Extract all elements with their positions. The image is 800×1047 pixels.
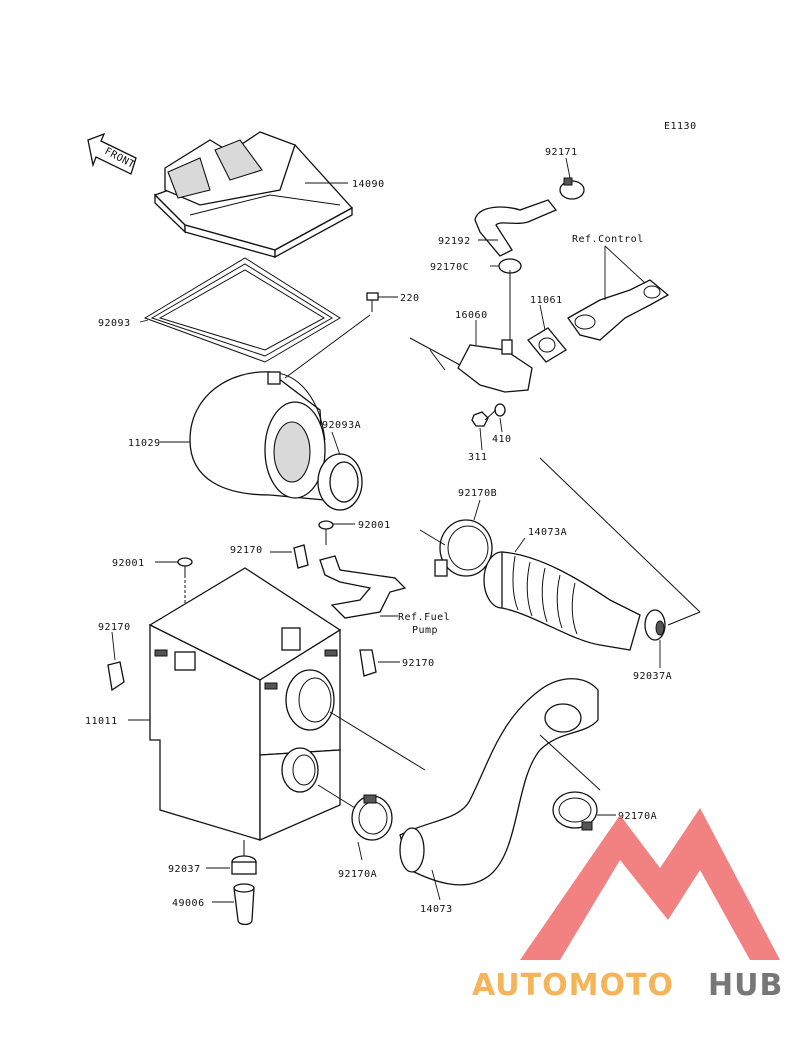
clip-92170-top [270, 544, 309, 569]
clip-92170-left [107, 631, 125, 692]
label-92093: 92093 [98, 318, 131, 329]
watermark-word-right: HUB [708, 968, 783, 1003]
clip-92170-right [359, 649, 400, 677]
screw-220 [284, 292, 398, 379]
control-bracket [567, 245, 670, 341]
throttle-body-16060 [409, 270, 533, 393]
label-92001-left: 92001 [112, 558, 145, 569]
label-92093A: 92093A [322, 420, 361, 431]
label-92037: 92037 [168, 864, 201, 875]
washer-410 [484, 403, 506, 433]
label-16060: 16060 [455, 310, 488, 321]
label-92171: 92171 [545, 147, 578, 158]
label-92170-left: 92170 [98, 622, 131, 633]
seal-ring-92093A [317, 431, 363, 511]
label-49006: 49006 [172, 898, 205, 909]
label-11029: 11029 [128, 438, 161, 449]
watermark-logo [520, 808, 780, 960]
watermark-triangle-icon [520, 808, 780, 960]
label-14073: 14073 [420, 904, 453, 915]
label-92192: 92192 [438, 236, 471, 247]
air-filter-11029 [160, 371, 326, 501]
intake-boot-14073A [483, 537, 641, 651]
label-ref-control: Ref.Control [572, 234, 644, 245]
label-92170C: 92170C [430, 262, 469, 273]
label-92001-right: 92001 [358, 520, 391, 531]
label-92170A-left: 92170A [338, 869, 377, 880]
nut-311 [471, 411, 489, 451]
watermark-word-left: AUTOMOTO [472, 968, 674, 1003]
air-box-11011 [128, 567, 426, 841]
gasket-11061 [527, 304, 567, 363]
label-410: 410 [492, 434, 512, 445]
label-311: 311 [468, 452, 488, 463]
label-220: 220 [400, 293, 420, 304]
air-box-cover-14090 [153, 131, 354, 259]
fuel-pump-bracket [319, 555, 407, 619]
clamp-92037A [644, 609, 666, 668]
clamp-92170B [434, 499, 493, 577]
clamp-92170A-right [552, 791, 616, 831]
label-ref-fuel-pump: Pump [412, 625, 438, 636]
label-14073A: 14073A [528, 527, 567, 538]
label-92170-top: 92170 [230, 545, 263, 556]
label-92170A-right: 92170A [618, 811, 657, 822]
label-11061: 11061 [530, 295, 563, 306]
diagram-code: E1130 [664, 121, 697, 132]
bolt-92001-right [318, 520, 355, 545]
label-92170B: 92170B [458, 488, 497, 499]
clamp-92037 [206, 840, 257, 875]
gasket-92093 [139, 257, 341, 363]
clamp-92171 [559, 157, 585, 200]
intake-duct-14073 [399, 678, 601, 901]
hose-92192 [474, 199, 558, 257]
clamp-92170A-left [317, 784, 393, 861]
label-14090: 14090 [352, 179, 385, 190]
label-92037A: 92037A [633, 671, 672, 682]
drain-tube-49006 [212, 883, 255, 926]
label-92170-right: 92170 [402, 658, 435, 669]
clip-92170C [490, 258, 522, 274]
label-ref-fuel: Ref.Fuel [398, 612, 450, 623]
front-arrow-icon: FRONT [87, 132, 137, 175]
label-11011: 11011 [85, 716, 118, 727]
